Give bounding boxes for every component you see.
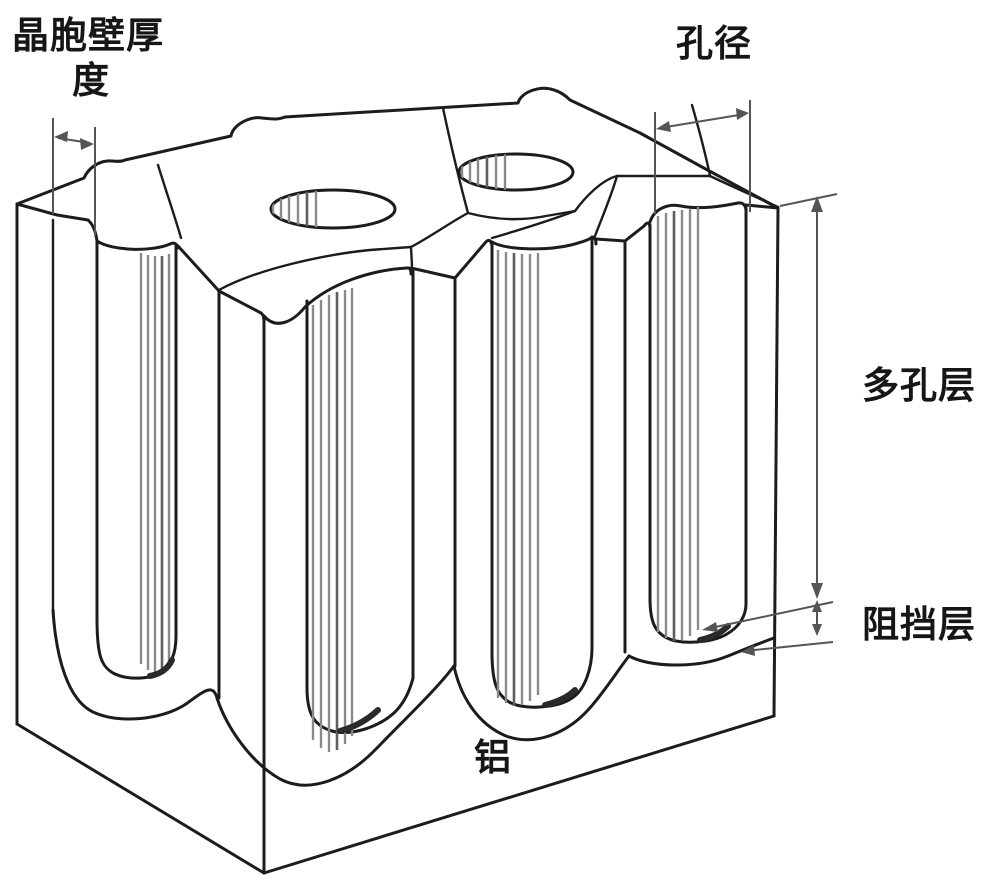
barrier-scallops [51,608,776,787]
label-cell-wall-thickness-line1: 晶胞壁厚 [12,14,164,57]
groove-3 [490,236,594,709]
labels: 晶胞壁厚 度 孔径 多孔层 阻挡层 铝 [12,14,976,779]
block-right-edge [772,206,780,718]
groove-4 [648,206,748,644]
pore-opening-right [457,152,575,192]
wall1-top-edge [176,244,266,324]
cell1-scallop [51,608,219,721]
wall2-top-edge [409,238,494,280]
front-face [15,202,780,875]
groove1-notch-curve [95,239,180,251]
dim-porous-layer [779,193,838,599]
dim-pore-diameter [654,100,751,214]
groove4-notch-curve [648,201,748,224]
label-barrier-layer: 阻挡层 [862,603,976,646]
top-front-edge [15,202,99,243]
wall4-top-edge [744,203,780,210]
label-porous-layer: 多孔层 [862,364,976,407]
dim-barrier-layer [702,600,834,656]
top-surface [15,86,780,325]
cell2-scallop [215,664,456,787]
top-back-edge [15,86,780,210]
groove-2 [262,268,415,875]
pore-opening-left [269,188,397,230]
label-cell-wall-thickness-line2: 度 [72,59,110,102]
cell-boundaries [156,103,780,292]
cell3-scallop [452,654,631,742]
wall3-top-edge [594,221,652,243]
dim-cell-wall-thickness [52,118,96,236]
base-bottom-left-edge [15,722,266,875]
aluminum-base [15,714,776,875]
base-bottom-right-edge [262,714,776,875]
label-aluminum: 铝 [474,736,512,779]
groove-1 [95,239,178,680]
cell4-scallop [627,636,776,667]
groove3-notch-curve [490,235,598,251]
label-pore-diameter: 孔径 [676,22,752,65]
